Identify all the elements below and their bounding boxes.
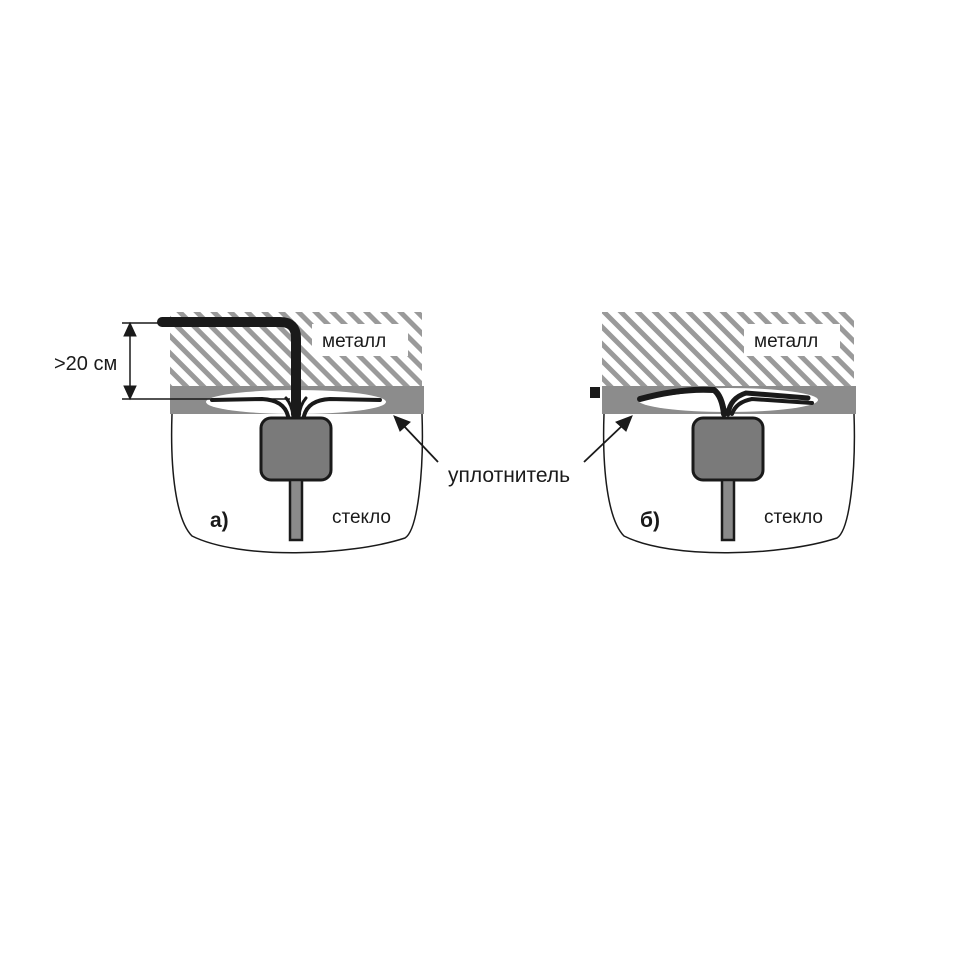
distance-label: >20 см (54, 353, 117, 375)
glass-label-b: стекло (764, 507, 823, 528)
metal-label-b: металл (754, 331, 818, 352)
panel-a: металл >20 см стекло а) (54, 312, 424, 553)
antenna-stem-b (722, 480, 734, 540)
antenna-stem-a (290, 480, 302, 540)
panel-label-b: б) (640, 509, 660, 532)
panel-b: металл стекло б) (590, 312, 856, 553)
metal-label-a: металл (322, 331, 386, 352)
glass-label-a: стекло (332, 507, 391, 528)
connector-b (590, 387, 600, 398)
panel-label-a: а) (210, 509, 229, 532)
sealant-label: уплотнитель (448, 464, 570, 487)
antenna-body-b (693, 418, 763, 480)
sealant-callout (394, 416, 632, 462)
antenna-body-a (261, 418, 331, 480)
